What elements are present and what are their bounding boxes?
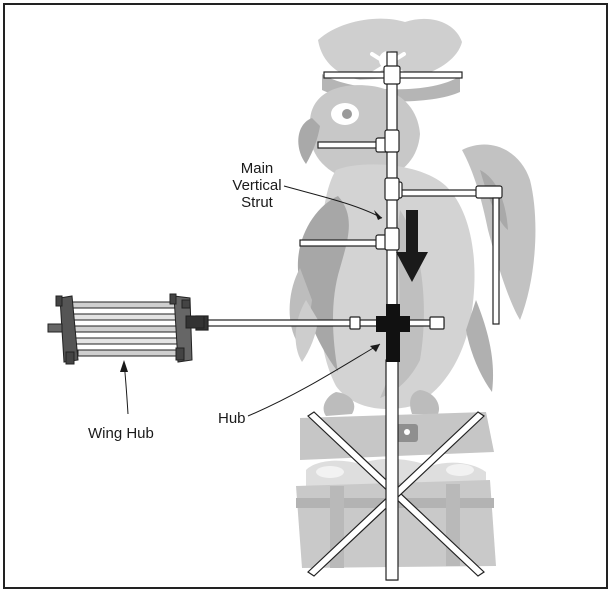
wing-hub-label: Wing Hub [88,425,154,442]
wing-hub-assembly [48,294,204,364]
upper-left-arm [318,142,382,148]
right-drop-tube [493,198,499,324]
hub-label: Hub [218,410,246,427]
label-line-main: Main [222,160,292,177]
main-vertical-strut-label: Main Vertical Strut [222,160,292,211]
label-line-vertical: Vertical [222,177,292,194]
lower-mast-tube [386,360,398,580]
lower-left-arm [300,240,382,246]
label-line-strut: Strut [222,194,292,211]
